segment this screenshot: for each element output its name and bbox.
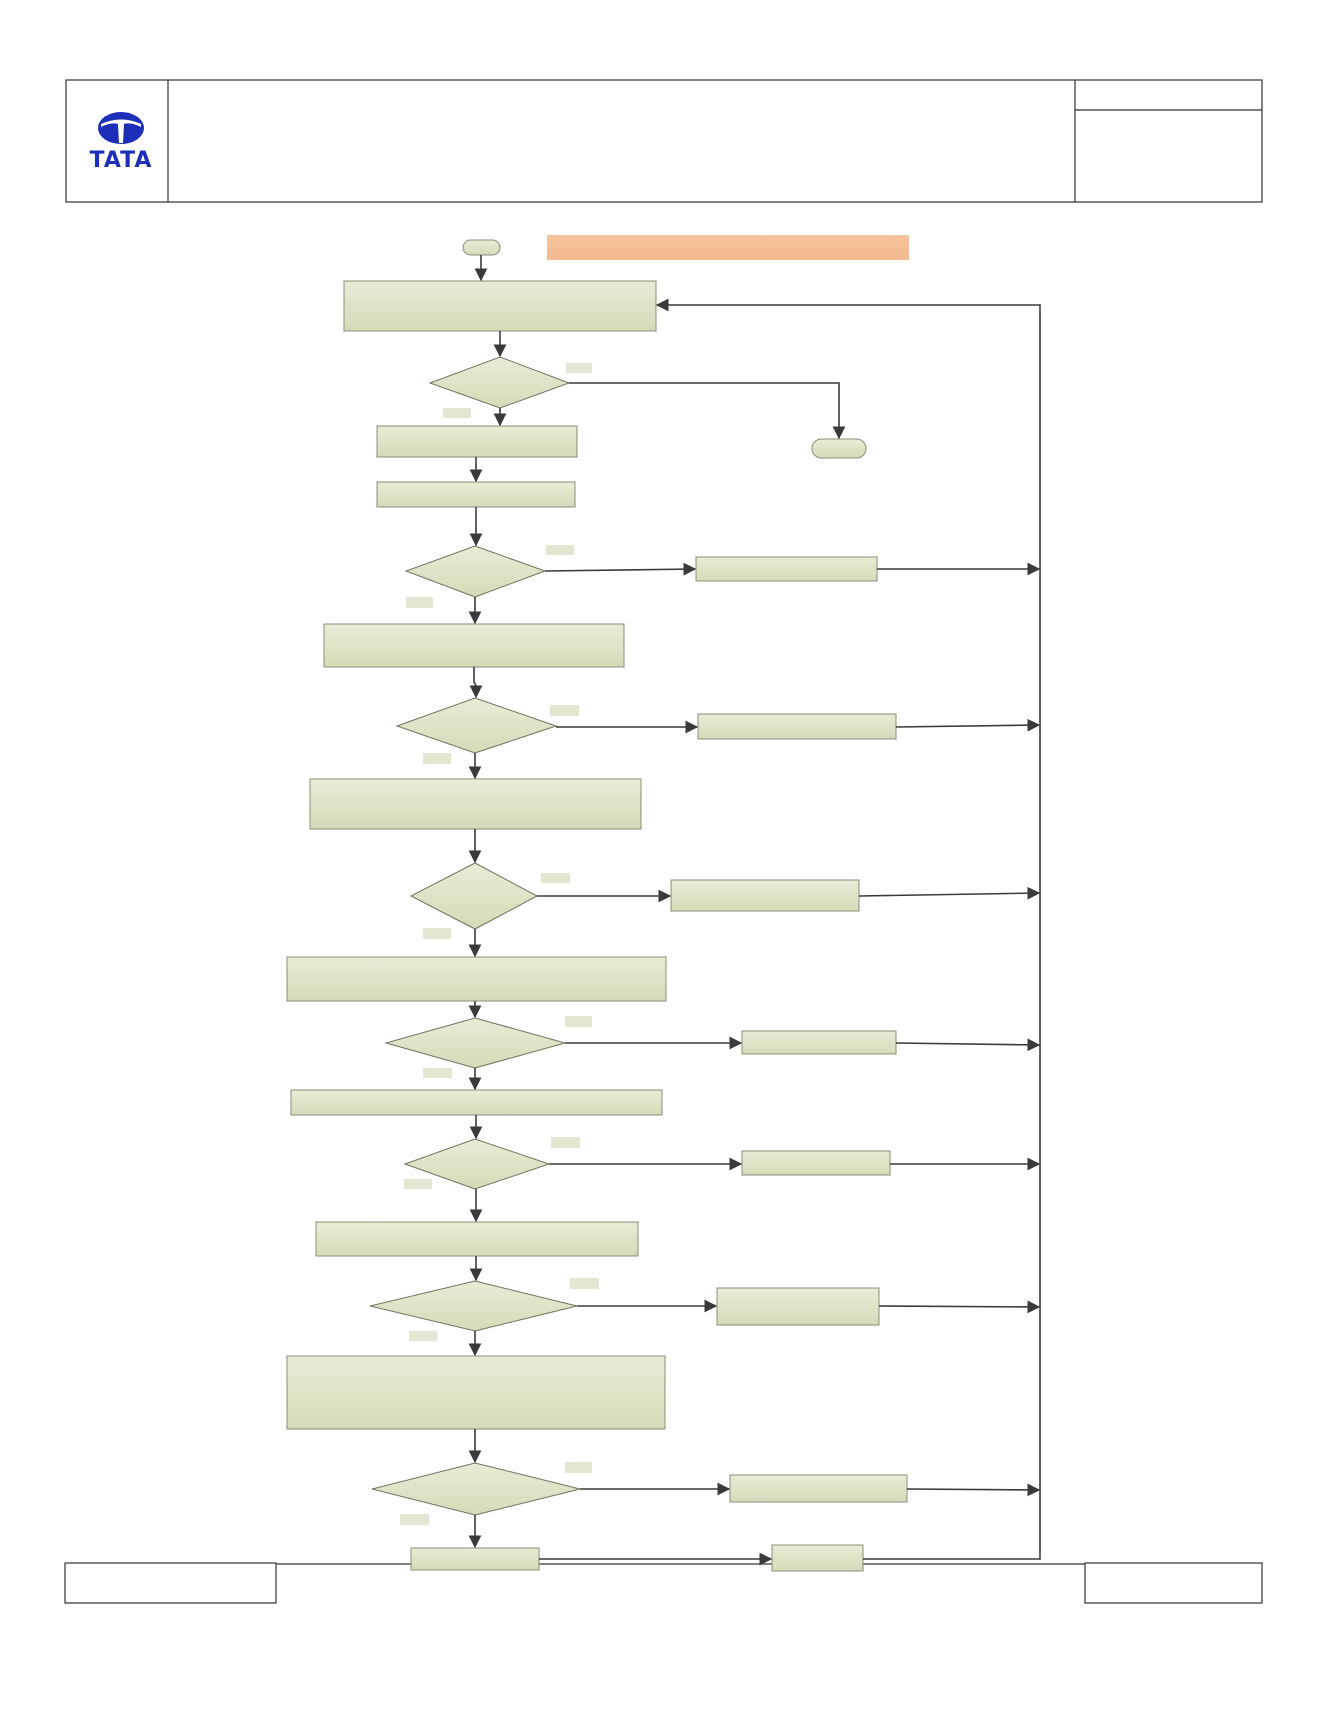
process-step (286, 956, 667, 1002)
branch-label-tag (409, 1331, 437, 1341)
connector-arrow (878, 1300, 1041, 1314)
branch-step (741, 1030, 897, 1055)
branch-label-tag (570, 1278, 599, 1289)
start-terminator (462, 239, 501, 256)
branch-label-tags (400, 363, 599, 1525)
process-step (376, 481, 576, 508)
connector-arrow (895, 1038, 1041, 1052)
branch-label-tag (404, 1179, 432, 1189)
branch-label-tag (423, 928, 451, 939)
branch-label-tag (546, 545, 574, 555)
logo-text: TATA (90, 148, 153, 173)
process-step (286, 1355, 666, 1430)
footer-box-left (64, 1562, 277, 1604)
decision-diamond (395, 697, 558, 754)
decision-diamond (403, 1138, 551, 1190)
branch-label-tag (550, 705, 579, 716)
branch-step (771, 1544, 864, 1572)
process-step (290, 1089, 663, 1116)
connector-arrow (858, 886, 1041, 900)
branch-step (729, 1474, 908, 1503)
branch-label-tag (443, 408, 471, 418)
decision-diamond (369, 1280, 578, 1332)
connectors (468, 255, 1041, 1566)
branch-steps (670, 556, 908, 1572)
decision-diamond (428, 356, 571, 409)
connector-arrow (469, 667, 483, 699)
connector-arrow (544, 562, 697, 576)
decision-diamond (384, 1017, 567, 1069)
branch-label-tag (406, 597, 433, 608)
footer-box-right (1084, 1562, 1263, 1604)
connector-arrow (569, 382, 846, 440)
branch-label-tag (400, 1514, 429, 1525)
process-step (343, 280, 657, 332)
decision-diamond (409, 862, 539, 930)
branch-label-tag (565, 1016, 592, 1027)
branch-step (716, 1287, 880, 1326)
tata-logo: TATA (90, 112, 153, 173)
process-step (323, 623, 625, 668)
logo-t-mark-icon (101, 119, 141, 143)
process-step (376, 425, 578, 458)
connector-arrow (906, 1483, 1041, 1497)
header-frame (65, 79, 1263, 203)
branch-step (695, 556, 878, 582)
decision-points (369, 356, 581, 1516)
branch-label-tag (423, 753, 451, 764)
branch-step (697, 713, 897, 740)
branch-label-tag (565, 1462, 592, 1473)
process-step (410, 1547, 540, 1571)
branch-step (670, 879, 860, 912)
document-header: TATA (65, 79, 1263, 203)
branch-label-tag (541, 873, 570, 883)
end-terminator (811, 438, 867, 459)
process-step (315, 1221, 639, 1257)
branch-label-tag (551, 1137, 580, 1148)
process-step (309, 778, 642, 830)
title-banner (547, 235, 909, 260)
document-footer (64, 1562, 1263, 1604)
decision-diamond (371, 1462, 581, 1516)
connector-arrow (895, 718, 1041, 732)
branch-step (741, 1150, 891, 1176)
decision-diamond (404, 545, 547, 598)
branch-label-tag (566, 363, 592, 373)
branch-label-tag (423, 1068, 452, 1078)
return-loop-connector (655, 298, 1041, 1560)
